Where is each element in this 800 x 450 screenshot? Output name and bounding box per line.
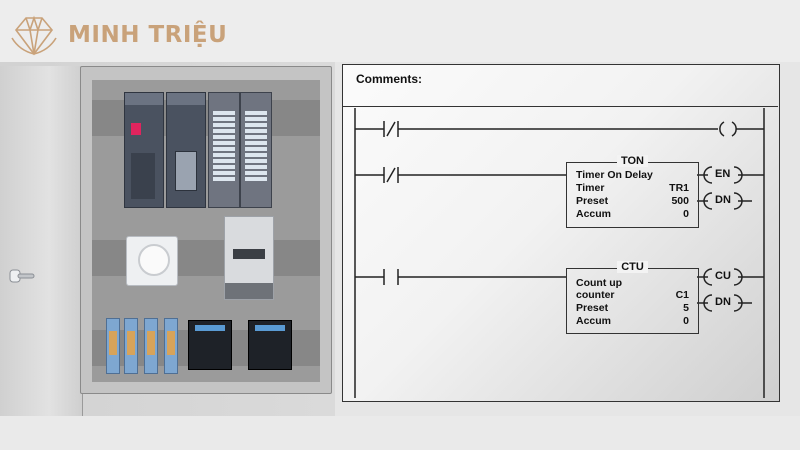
relay-icon[interactable]	[106, 318, 120, 374]
comments-bar	[342, 64, 778, 107]
digital-io-module-icon[interactable]	[208, 92, 240, 208]
normally-closed-contact-icon	[383, 167, 399, 183]
ton-field-timer: Timer TR1	[576, 182, 689, 194]
ctu-field-preset: Preset 5	[576, 302, 689, 314]
diamond-logo-icon	[11, 15, 57, 56]
ton-description: Timer On Delay	[576, 169, 653, 181]
relay-icon[interactable]	[144, 318, 158, 374]
door-handle-icon[interactable]	[6, 266, 36, 286]
ton-field-preset: Preset 500	[576, 195, 689, 207]
timer-relay-icon[interactable]	[126, 236, 178, 286]
ton-en-output: EN	[715, 168, 731, 180]
counter-icon[interactable]	[224, 216, 274, 300]
normally-open-contact-icon	[383, 269, 399, 285]
ctu-field-counter: counter C1	[576, 289, 689, 301]
ctu-instruction-block[interactable]: CTU Count up counter C1 Preset 5 Accum 0	[566, 261, 699, 334]
output-coil-icon	[719, 121, 725, 137]
plc-module-icon[interactable]	[166, 92, 206, 208]
plc-cpu-icon[interactable]	[124, 92, 164, 208]
ctu-description: Count up	[576, 277, 623, 289]
ctu-cu-output: CU	[715, 270, 731, 282]
relay-icon[interactable]	[164, 318, 178, 374]
ton-field-accum: Accum 0	[576, 208, 689, 220]
ladder-diagram-panel	[342, 64, 780, 402]
contactor-icon[interactable]	[188, 320, 232, 370]
top-band	[0, 0, 800, 62]
brand-logo[interactable]: MINH TRIỆU	[8, 12, 227, 58]
ctu-dn-output: DN	[715, 296, 731, 308]
ton-dn-output: DN	[715, 194, 731, 206]
ctu-title: CTU	[617, 261, 648, 273]
contactor-icon[interactable]	[248, 320, 292, 370]
normally-closed-contact-icon	[383, 121, 399, 137]
comments-label: Comments:	[356, 72, 423, 86]
bottom-band	[0, 416, 800, 450]
ctu-field-accum: Accum 0	[576, 315, 689, 327]
digital-io-module-icon[interactable]	[240, 92, 272, 208]
relay-icon[interactable]	[124, 318, 138, 374]
ton-instruction-block[interactable]: TON Timer On Delay Timer TR1 Preset 500 …	[566, 155, 699, 228]
brand-name: MINH TRIỆU	[68, 22, 228, 48]
cabinet-door	[0, 66, 83, 416]
ton-title: TON	[616, 155, 649, 167]
